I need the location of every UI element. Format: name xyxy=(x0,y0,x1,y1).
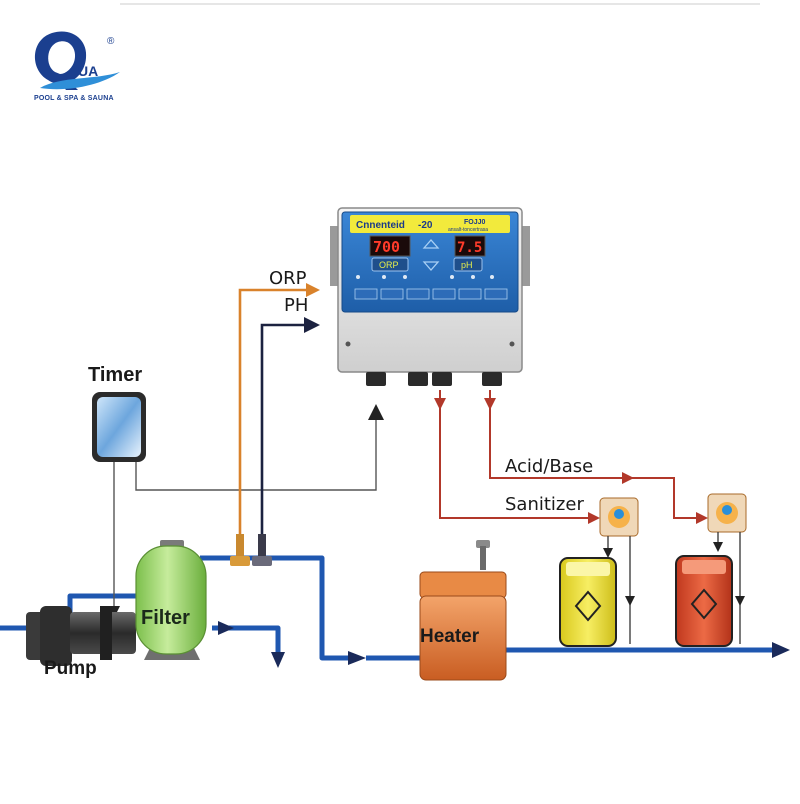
heater-label: Heater xyxy=(420,626,480,647)
controller-title-left: Cnnenteid xyxy=(356,220,405,231)
sanitizer-pump-arrow xyxy=(588,512,600,524)
orp-indicator: ORP xyxy=(379,260,399,270)
pipe-arrow-to-heater xyxy=(348,651,366,665)
orp-arrow xyxy=(306,283,320,297)
logo-tagline: POOL & SPA & SAUNA xyxy=(34,95,114,102)
acid-base-output-arrow xyxy=(484,398,496,410)
sanitizer-output-arrow xyxy=(434,398,446,410)
orp-probe xyxy=(230,534,250,566)
logo-letters: UA xyxy=(78,63,99,79)
timer-wiring xyxy=(113,420,377,610)
ph-arrow xyxy=(304,317,320,333)
ph-indicator: pH xyxy=(461,260,473,270)
orp-probe-line xyxy=(238,288,306,562)
acid-base-dosing-pump xyxy=(707,493,747,533)
orp-display: 700 xyxy=(373,238,400,256)
acid-suction-arrow xyxy=(713,542,723,552)
acid-base-pump-arrow xyxy=(696,512,708,524)
pump xyxy=(26,606,136,666)
sanitizer-line xyxy=(439,390,588,519)
filter-label: Filter xyxy=(141,607,190,629)
heater xyxy=(419,540,507,681)
sanitizer-tank xyxy=(559,557,617,647)
ph-label: PH xyxy=(284,295,309,316)
pipe-arrow-filter-out xyxy=(218,621,234,635)
timer-device xyxy=(92,392,146,462)
pipe-arrow-return xyxy=(772,642,790,658)
filter-tank xyxy=(135,540,207,660)
logo-registered-mark: ® xyxy=(107,36,115,47)
ph-probe-line xyxy=(260,323,304,562)
acid-inject-arrow xyxy=(735,596,745,606)
timer-label: Timer xyxy=(88,364,143,386)
ph-probe xyxy=(252,534,272,566)
pipe-arrow-down xyxy=(271,652,285,668)
acid-base-label: Acid/Base xyxy=(505,456,594,477)
acid-base-line xyxy=(489,390,698,519)
ph-display: 7.5 xyxy=(457,240,482,256)
sanitizer-dosing-pump xyxy=(599,497,639,537)
brand-logo xyxy=(34,31,120,90)
chemical-controller xyxy=(330,207,530,386)
controller-subtitle: ansalt-toncertrasa xyxy=(448,227,488,233)
controller-title-right: FOJJ0 xyxy=(464,219,486,226)
timer-to-controller-arrow xyxy=(368,404,384,420)
sanitizer-suction-arrow xyxy=(603,548,613,558)
pump-label: Pump xyxy=(44,658,97,679)
acid-base-mid-arrow xyxy=(622,472,634,484)
sanitizer-label: Sanitizer xyxy=(505,494,584,515)
controller-title-mid: -20 xyxy=(418,220,433,231)
acid-base-tank xyxy=(675,555,733,647)
sanitizer-inject-arrow xyxy=(625,596,635,606)
orp-label: ORP xyxy=(269,268,307,289)
